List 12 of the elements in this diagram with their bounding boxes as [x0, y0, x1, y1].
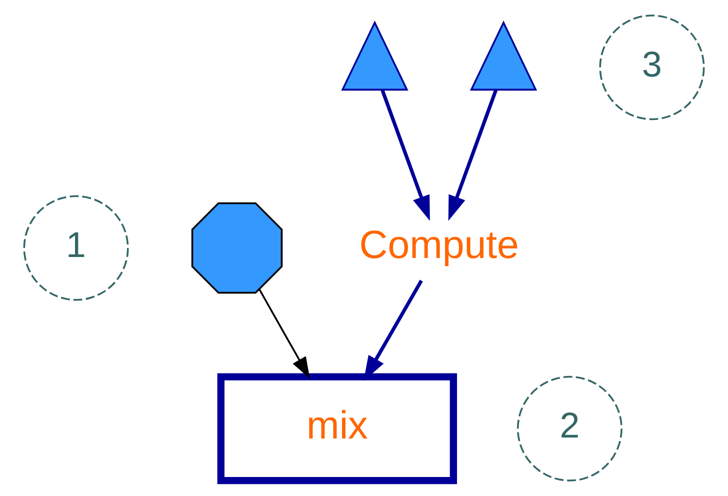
arrow — [258, 288, 310, 379]
node-circle: 3 — [599, 14, 705, 120]
node-circle: 2 — [516, 376, 622, 482]
node-box: mix — [217, 373, 458, 484]
node-text: Compute — [359, 223, 519, 268]
node-octagon — [191, 202, 283, 294]
arrow — [448, 90, 498, 221]
arrow — [380, 90, 430, 221]
node-circle: 1 — [23, 195, 129, 301]
node-triangle — [341, 20, 408, 91]
arrow — [364, 280, 423, 381]
node-triangle — [470, 20, 538, 91]
